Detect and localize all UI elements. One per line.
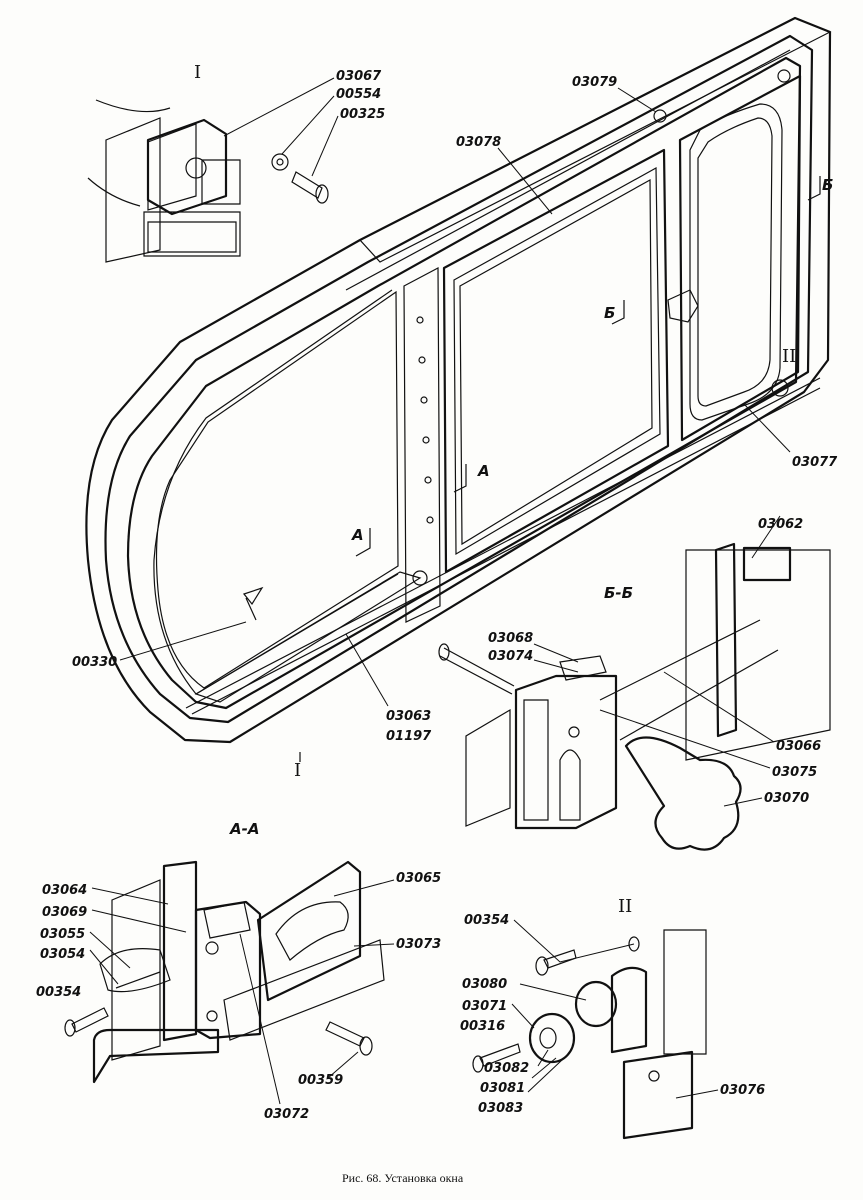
part-label-00554: 00554: [336, 87, 381, 102]
detail-1-title: I: [194, 62, 201, 83]
part-label-03079: 03079: [572, 75, 617, 90]
figure-caption: Рис. 68. Установка окна: [342, 1171, 464, 1185]
part-label-00325: 00325: [340, 107, 385, 122]
part-label-03074: 03074: [488, 649, 533, 664]
cut-mark-a-2: А: [351, 526, 364, 544]
part-label-03078: 03078: [456, 135, 501, 150]
section-aa-title: A-A: [229, 820, 259, 838]
detail-1-view: [87, 99, 329, 263]
part-label-00359: 00359: [298, 1073, 343, 1088]
part-label-03082: 03082: [484, 1061, 529, 1076]
part-label-00354-ii: 00354: [464, 913, 509, 928]
part-label-03055: 03055: [40, 927, 85, 942]
detail-2-title: II: [618, 896, 632, 917]
part-label-00354-aa: 00354: [36, 985, 81, 1000]
detail-2-view: [472, 929, 707, 1140]
part-label-03071: 03071: [462, 999, 507, 1014]
part-label-03075: 03075: [772, 765, 817, 780]
part-label-03067: 03067: [336, 69, 382, 84]
section-bb-view: [438, 542, 831, 851]
main-window-view: [85, 16, 832, 762]
part-label-03080: 03080: [462, 977, 507, 992]
part-label-03076: 03076: [720, 1083, 765, 1098]
part-label-03072: 03072: [264, 1107, 309, 1122]
part-label-03065: 03065: [396, 871, 441, 886]
part-label-03083: 03083: [478, 1101, 523, 1116]
part-label-03064: 03064: [42, 883, 87, 898]
part-label-03063: 03063: [386, 709, 431, 724]
part-label-03070: 03070: [764, 791, 809, 806]
cut-mark-i: I: [294, 760, 301, 781]
leader-lines: [89, 77, 791, 1105]
part-label-03077: 03077: [792, 455, 838, 470]
cut-mark-b-1: Б: [604, 304, 615, 322]
cut-mark-a-1: А: [477, 462, 490, 480]
part-label-03062: 03062: [758, 517, 803, 532]
cut-mark-ii: II: [782, 346, 796, 367]
part-label-00330: 00330: [72, 655, 117, 670]
cut-mark-b-2: Б: [822, 176, 833, 194]
part-label-03081: 03081: [480, 1081, 525, 1096]
part-label-03068: 03068: [488, 631, 533, 646]
part-label-03069: 03069: [42, 905, 87, 920]
part-label-00316: 00316: [460, 1019, 505, 1034]
part-label-03073: 03073: [396, 937, 441, 952]
part-label-03066: 03066: [776, 739, 821, 754]
section-aa-view: [64, 860, 385, 1084]
section-bb-title: Б-Б: [604, 584, 633, 602]
part-label-03054: 03054: [40, 947, 85, 962]
part-label-01197: 01197: [386, 729, 432, 744]
